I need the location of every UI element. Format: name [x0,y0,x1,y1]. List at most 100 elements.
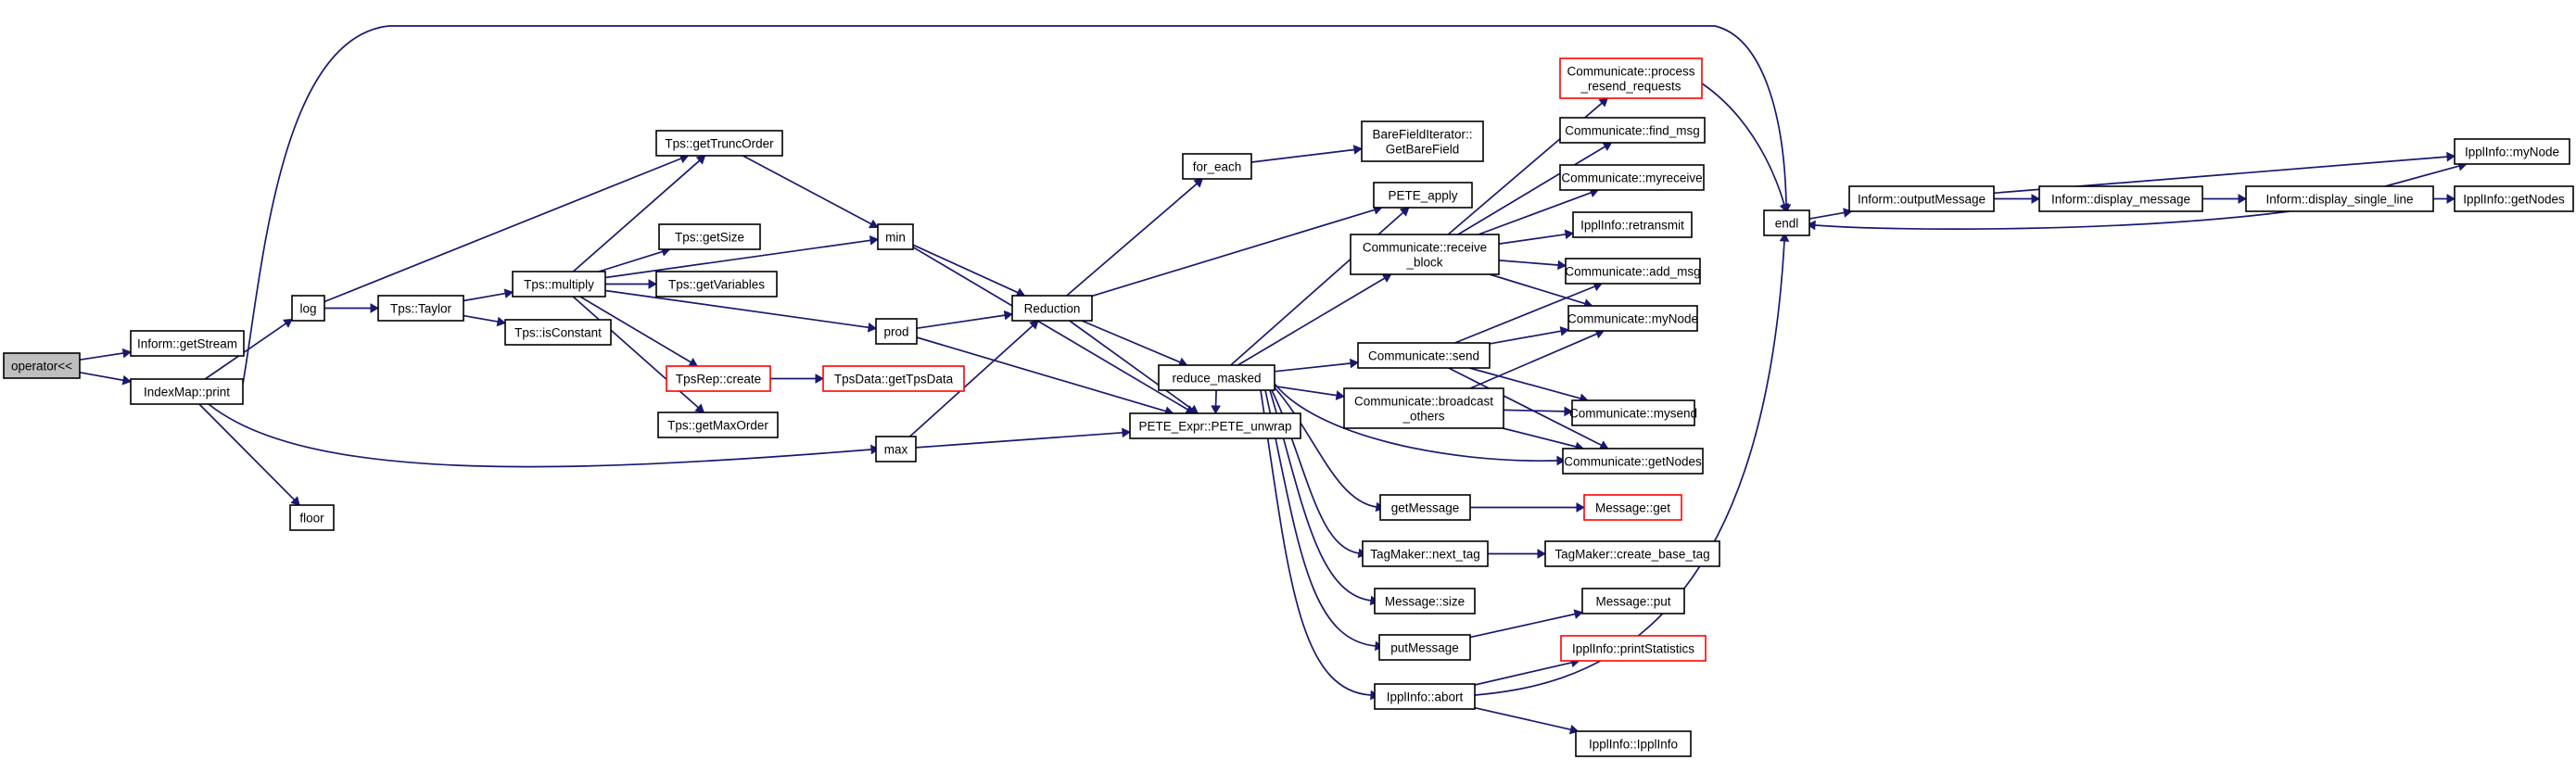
node-box[interactable] [1373,182,1473,209]
node-communicate-mysend[interactable]: Communicate::mysend [1569,399,1697,426]
node-ippl-info-retransmit[interactable]: IpplInfo::retransmit [1572,211,1693,238]
node-barefielditerator-getbarefield[interactable]: BareFieldIterator::GetBareField [1361,120,1484,162]
node-ippl-info-mynode[interactable]: IpplInfo::myNode [2454,138,2570,165]
node-ippl-info-ippl-info[interactable]: IpplInfo::IpplInfo [1575,730,1692,757]
node-tpsrep-create[interactable]: TpsRep::create [666,365,771,392]
node-tps-taylor[interactable]: Tps::Taylor [377,295,464,322]
node-box[interactable] [291,295,325,322]
node-communicate-process-resend-requests[interactable]: Communicate::process_resend_requests [1559,57,1703,99]
node-communicate-send[interactable]: Communicate::send [1357,342,1491,369]
node-box[interactable] [1562,448,1704,475]
node-communicate-myreceive[interactable]: Communicate::myreceive [1559,164,1705,191]
node-floor[interactable]: floor [289,504,335,531]
node-box[interactable] [1374,588,1476,614]
node-reduction[interactable]: Reduction [1011,295,1093,322]
node-reduce-masked[interactable]: reduce_masked [1158,364,1275,391]
node-inform-getstream[interactable]: Inform::getStream [130,330,245,357]
node-box[interactable] [1357,342,1491,369]
node-communicate-mynode[interactable]: Communicate::myNode [1567,305,1698,332]
node-max[interactable]: max [875,436,917,462]
node-communicate-find-msg[interactable]: Communicate::find_msg [1559,117,1706,144]
node-box[interactable] [2454,185,2574,212]
node-communicate-getnodes[interactable]: Communicate::getNodes [1562,448,1704,475]
node-putmessage[interactable]: putMessage [1378,634,1471,661]
node-box[interactable] [130,378,244,405]
node-box[interactable] [1362,540,1489,567]
node-box[interactable] [1559,117,1706,144]
node-box[interactable] [2245,185,2434,212]
node-box[interactable] [130,330,245,357]
node-box[interactable] [1374,683,1476,710]
node-min[interactable]: min [877,223,914,250]
node-tagmaker-next-tag[interactable]: TagMaker::next_tag [1362,540,1489,567]
node-box[interactable] [1361,120,1484,162]
node-pete-apply[interactable]: PETE_apply [1373,182,1473,209]
node-box[interactable] [1011,295,1093,322]
node-box[interactable] [1182,153,1252,180]
node-box[interactable] [1544,540,1720,567]
node-communicate-add-msg[interactable]: Communicate::add_msg [1565,258,1701,285]
node-box[interactable] [1763,209,1810,236]
node-box[interactable] [1379,494,1471,521]
node-message-put[interactable]: Message::put [1581,588,1685,614]
node-box[interactable] [875,436,917,462]
node-message-get[interactable]: Message::get [1583,494,1682,521]
node-box[interactable] [2454,138,2570,165]
node-box[interactable] [655,271,778,298]
node-box[interactable] [666,365,771,392]
node-tps-getsize[interactable]: Tps::getSize [658,223,761,250]
node-box[interactable] [1581,588,1685,614]
node-box[interactable] [1350,234,1500,275]
node-box[interactable] [1378,634,1471,661]
node-endl[interactable]: endl [1763,209,1810,236]
node-getmessage[interactable]: getMessage [1379,494,1471,521]
node-box[interactable] [2038,185,2203,212]
node-box[interactable] [1158,364,1275,391]
node-tps-getvariables[interactable]: Tps::getVariables [655,271,778,298]
node-message-size[interactable]: Message::size [1374,588,1476,614]
node-box[interactable] [1583,494,1682,521]
node-inform-display-single-line[interactable]: Inform::display_single_line [2245,185,2434,212]
node-box[interactable] [289,504,335,531]
node-tpsdata-gettpsdata[interactable]: TpsData::getTpsData [822,365,965,392]
node-box[interactable] [1129,412,1301,439]
node-box[interactable] [1343,387,1504,429]
node-operator-lt-lt[interactable]: operator<< [3,352,81,379]
node-box[interactable] [1575,730,1692,757]
node-indexmap-print[interactable]: IndexMap::print [130,378,244,405]
node-log[interactable]: log [291,295,325,322]
node-tps-getmaxorder[interactable]: Tps::getMaxOrder [657,412,779,438]
node-tps-isconstant[interactable]: Tps::isConstant [504,319,612,346]
node-box[interactable] [504,319,612,346]
node-tps-multiply[interactable]: Tps::multiply [512,271,606,298]
node-box[interactable] [377,295,464,322]
node-box[interactable] [1565,258,1701,285]
node-box[interactable] [658,223,761,250]
node-box[interactable] [655,130,783,157]
node-box[interactable] [3,352,81,379]
node-box[interactable] [877,223,914,250]
node-box[interactable] [1567,305,1698,332]
node-box[interactable] [1572,211,1693,238]
node-inform-display-message[interactable]: Inform::display_message [2038,185,2203,212]
node-tps-gettruncorder[interactable]: Tps::getTruncOrder [655,130,783,157]
node-box[interactable] [875,318,918,345]
node-communicate-receive-block[interactable]: Communicate::receive_block [1350,234,1500,275]
node-box[interactable] [1559,57,1703,99]
node-pete-expr-pete-unwrap[interactable]: PETE_Expr::PETE_unwrap [1129,412,1301,439]
node-inform-outputmessage[interactable]: Inform::outputMessage [1848,185,1995,212]
node-for-each[interactable]: for_each [1182,153,1252,180]
node-communicate-broadcast-others[interactable]: Communicate::broadcast_others [1343,387,1504,429]
node-box[interactable] [1559,164,1705,191]
node-box[interactable] [1848,185,1995,212]
node-prod[interactable]: prod [875,318,918,345]
node-ippl-info-abort[interactable]: IpplInfo::abort [1374,683,1476,710]
node-tagmaker-create-base-tag[interactable]: TagMaker::create_base_tag [1544,540,1720,567]
node-ippl-info-getnodes[interactable]: IpplInfo::getNodes [2454,185,2574,212]
node-box[interactable] [512,271,606,298]
node-box[interactable] [1571,399,1695,426]
node-box[interactable] [1560,635,1707,662]
node-box[interactable] [657,412,779,438]
node-ippl-info-printstatistics[interactable]: IpplInfo::printStatistics [1560,635,1707,662]
node-box[interactable] [822,365,965,392]
